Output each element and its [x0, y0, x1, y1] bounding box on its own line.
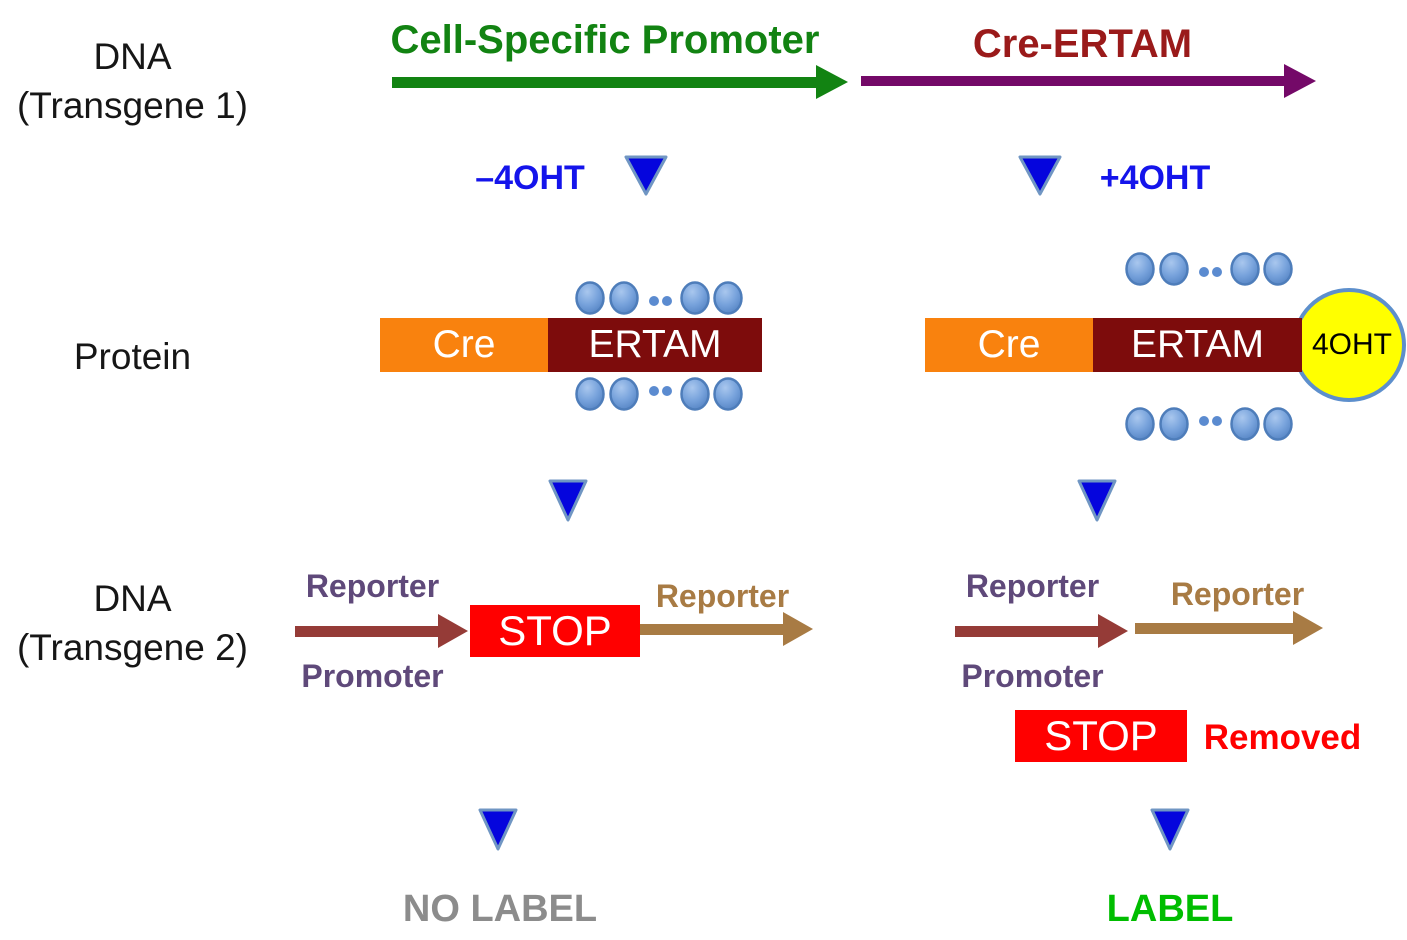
cell-specific-promoter-title: Cell-Specific Promoter: [390, 18, 820, 62]
transgene1-row-label-line1: DNA: [93, 36, 172, 77]
transgene2-row-label: DNA (Transgene 2): [0, 574, 265, 672]
ertam-domain-box: ERTAM: [548, 318, 762, 372]
ertam-domain-box: ERTAM: [1093, 318, 1302, 372]
reporter-arrow-head-icon: [783, 612, 813, 646]
down-arrow-triangle-icon: [548, 479, 588, 522]
reporter-gene-label: Reporter: [655, 578, 790, 614]
down-arrow-triangle-icon: [1077, 479, 1117, 522]
down-arrow-triangle-icon: [624, 155, 668, 196]
reporter-arrow-head-icon: [1293, 611, 1323, 645]
cre-ertam-arrow-shaft: [861, 76, 1286, 86]
chaperone-circles-icon: [575, 281, 743, 315]
chaperone-circles-icon: [1125, 407, 1293, 441]
promoter-arrow-shaft: [295, 626, 440, 637]
down-arrow-triangle-icon: [1150, 808, 1190, 851]
down-arrow-triangle-icon: [478, 808, 518, 851]
down-arrow-triangle-icon: [1018, 155, 1062, 196]
reporter-arrow-shaft: [1135, 623, 1295, 634]
cre-domain-box: Cre: [925, 318, 1093, 372]
protein-row-label: Protein: [73, 336, 192, 377]
promoter-arrow-head-icon: [1098, 614, 1128, 648]
promoter-arrow-head-icon: [816, 65, 848, 99]
stop-cassette-box: STOP: [470, 605, 640, 657]
promoter-arrow-shaft: [955, 626, 1100, 637]
reporter-promoter-label-line2: Promoter: [961, 658, 1104, 694]
minus-4oht-label: –4OHT: [475, 159, 585, 197]
reporter-promoter-label-line1: Reporter: [965, 568, 1100, 604]
cre-domain-box: Cre: [380, 318, 548, 372]
transgene2-row-label-line2: (Transgene 2): [16, 627, 248, 668]
reporter-promoter-label-line2: Promoter: [301, 658, 444, 694]
stop-cassette-box-removed: STOP: [1015, 710, 1187, 762]
label-outcome: LABEL: [1106, 888, 1234, 930]
reporter-gene-label: Reporter: [1170, 576, 1305, 612]
chaperone-circles-icon: [575, 377, 743, 411]
stop-removed-label: Removed: [1203, 718, 1362, 757]
cre-ertam-arrow-head-icon: [1284, 64, 1316, 98]
4oht-ligand-label: 4OHT: [1311, 328, 1392, 361]
reporter-promoter-label-line1: Reporter: [305, 568, 440, 604]
promoter-arrow-shaft: [392, 77, 820, 88]
cre-ertam-title: Cre-ERTAM: [972, 22, 1193, 66]
transgene1-row-label: DNA (Transgene 1): [0, 32, 265, 130]
no-label-outcome: NO LABEL: [402, 888, 598, 930]
chaperone-circles-icon: [1125, 252, 1293, 286]
promoter-arrow-head-icon: [438, 614, 468, 648]
transgene2-row-label-line1: DNA: [93, 578, 172, 619]
transgene1-row-label-line2: (Transgene 1): [16, 85, 248, 126]
plus-4oht-label: +4OHT: [1099, 159, 1211, 197]
reporter-arrow-shaft: [640, 624, 785, 635]
